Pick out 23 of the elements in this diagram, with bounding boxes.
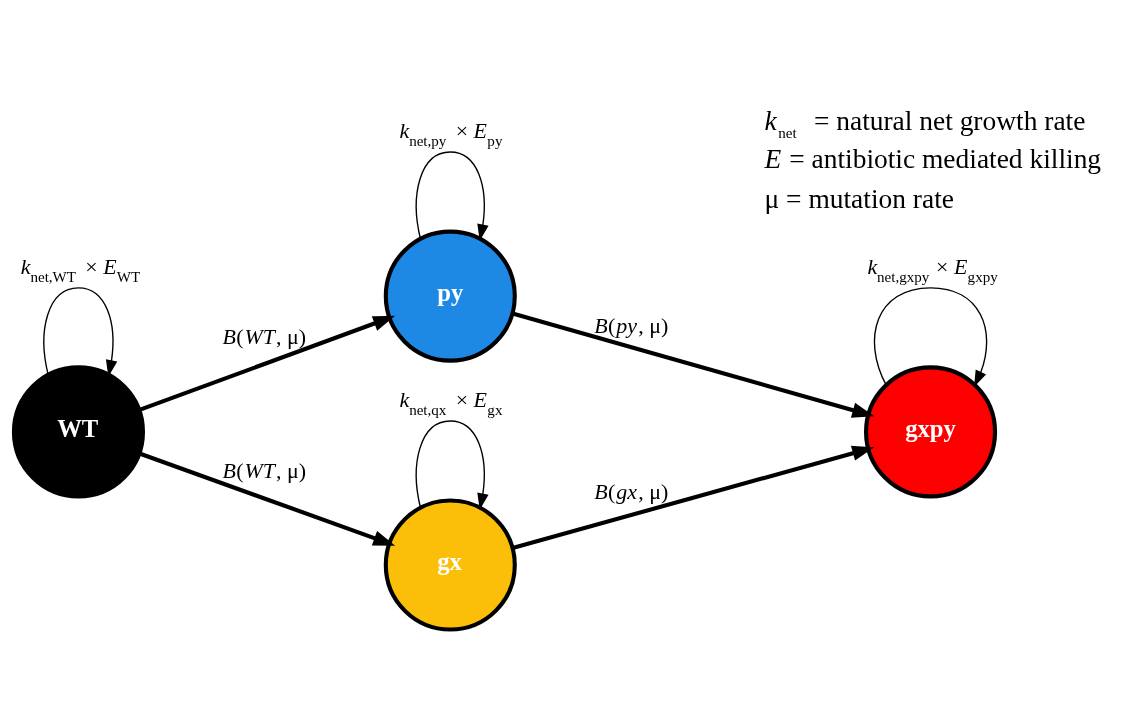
node-circle: WT (11, 364, 145, 498)
arrow (138, 315, 396, 412)
arrow (415, 419, 489, 510)
edge-label: k$_{net,gxpy}$ × E$_{gxpy}$ (867, 253, 998, 285)
arrow (873, 286, 988, 387)
arrow (512, 310, 875, 418)
arrow (415, 150, 489, 241)
label: E = antibiotic mediated killing (764, 143, 1102, 174)
node-circle: gxpy (864, 364, 998, 498)
edge-label: B(py, μ) (594, 312, 669, 338)
node-circle: gx (383, 497, 517, 632)
edge-label: B(WT, μ) (222, 457, 307, 483)
label: k$_{net}$ = natural net growth rate (764, 105, 1086, 141)
node-circle: py (383, 229, 517, 363)
edge-label: k$_{net,qx}$ × E$_{gx}$ (399, 386, 503, 418)
edge-label: k$_{net,py}$ × E$_{py}$ (399, 117, 503, 149)
edge-label: B(WT, μ) (222, 323, 307, 349)
label: μ = mutation rate (764, 183, 954, 214)
arrow (138, 451, 396, 546)
arrow (512, 445, 875, 550)
arrow (43, 286, 118, 377)
edge-label: B(gx, μ) (594, 478, 669, 504)
edge-label: k$_{net,WT}$ × E$_{WT}$ (20, 253, 141, 285)
